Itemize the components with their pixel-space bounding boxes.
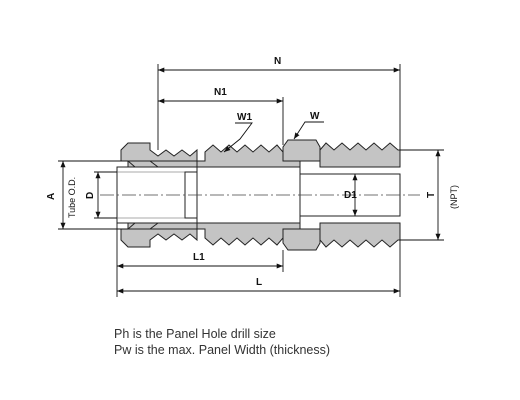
label-D1: D1 — [344, 190, 357, 201]
note-panel-hole: Ph is the Panel Hole drill size — [114, 327, 276, 341]
label-L: L — [256, 277, 262, 288]
label-tube-od: Tube O.D. — [67, 177, 77, 218]
notes: Ph is the Panel Hole drill size Pw is th… — [114, 326, 330, 358]
npt-thread-upper — [319, 142, 401, 168]
label-N: N — [274, 56, 281, 67]
label-N1: N1 — [214, 87, 227, 98]
internal-bore — [196, 166, 401, 224]
fitting-body — [120, 139, 401, 251]
label-npt: (NPT) — [449, 185, 459, 209]
npt-thread-lower — [319, 222, 401, 248]
label-L1: L1 — [193, 252, 205, 263]
dim-W-leader — [293, 121, 324, 140]
hex-flange-upper — [282, 139, 321, 162]
label-A: A — [46, 193, 57, 200]
nut-lower — [120, 228, 198, 248]
label-T: T — [426, 192, 437, 198]
label-W: W — [310, 111, 320, 122]
middle-thread-upper — [196, 144, 301, 168]
dim-W1-leader — [223, 122, 253, 153]
hex-flange-lower — [282, 228, 321, 251]
note-panel-width: Pw is the max. Panel Width (thickness) — [114, 343, 331, 357]
dimension-lines — [58, 64, 444, 297]
ferrule-lower — [126, 222, 160, 230]
ferrule-upper — [126, 160, 160, 168]
label-W1: W1 — [237, 112, 252, 123]
label-D: D — [85, 192, 96, 199]
nut-upper — [120, 142, 198, 162]
